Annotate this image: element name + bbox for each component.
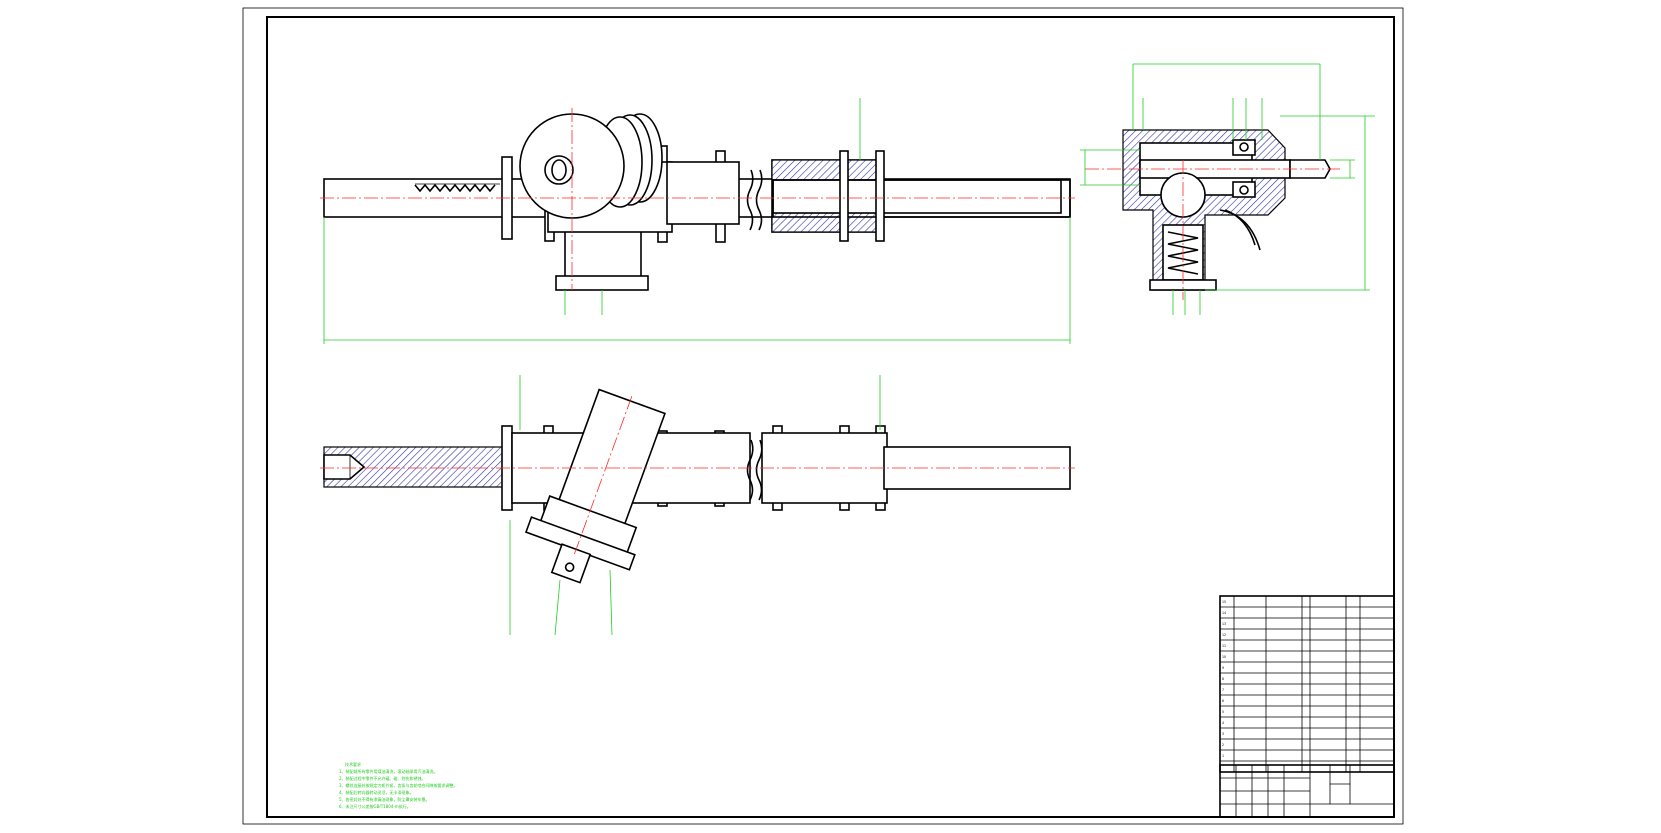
note-line: 4、装配后转向器转动灵活，无卡滞现象。 [339, 789, 414, 795]
note-line: 1、装配前所有零件用煤油清洗，滚动轴承用汽油清洗。 [339, 768, 438, 774]
note-line: 5、各密封处不得有渗漏油现象，防尘罩安装牢靠。 [339, 796, 430, 802]
parts-list-cell: 11 [1222, 644, 1226, 648]
title-block [1219, 764, 1395, 818]
parts-list: 15 14 13 12 11 10 9 8 7 6 5 4 3 2 1 [1219, 595, 1395, 773]
note-line: 6、未注尺寸公差按GB/T1804-m执行。 [339, 803, 411, 809]
parts-list-cell: 3 [1222, 732, 1224, 736]
parts-list-cell: 5 [1222, 710, 1224, 714]
technical-notes: 技术要求 1、装配前所有零件用煤油清洗，滚动轴承用汽油清洗。 2、装配过程中零件… [339, 761, 458, 809]
parts-list-cell: 15 [1222, 600, 1226, 604]
notes-heading: 技术要求 [345, 761, 361, 767]
parts-list-cell: 14 [1222, 611, 1226, 615]
inner-frame [266, 16, 1395, 818]
top-view [320, 375, 1075, 636]
parts-list-cell: 2 [1222, 743, 1224, 747]
parts-list-cell: 9 [1222, 666, 1224, 670]
parts-list-cell: 12 [1222, 633, 1226, 637]
parts-list-cell: 10 [1222, 655, 1226, 659]
parts-list-cell: 6 [1222, 699, 1224, 703]
parts-list-cell: 13 [1222, 622, 1226, 626]
parts-list-cell: 7 [1222, 688, 1224, 692]
side-section-view [1080, 63, 1375, 315]
front-view [320, 98, 1075, 344]
parts-list-cell: 4 [1222, 721, 1224, 725]
note-line: 2、装配过程中零件不允许磕、碰、划伤和锈蚀。 [339, 775, 426, 781]
parts-list-cell: 8 [1222, 677, 1224, 681]
outer-frame [242, 7, 1404, 825]
parts-list-cell: 1 [1222, 754, 1224, 758]
note-line: 3、螺纹连接处按规定力矩拧紧，齿条与齿轮啮合间隙按要求调整。 [339, 782, 458, 788]
